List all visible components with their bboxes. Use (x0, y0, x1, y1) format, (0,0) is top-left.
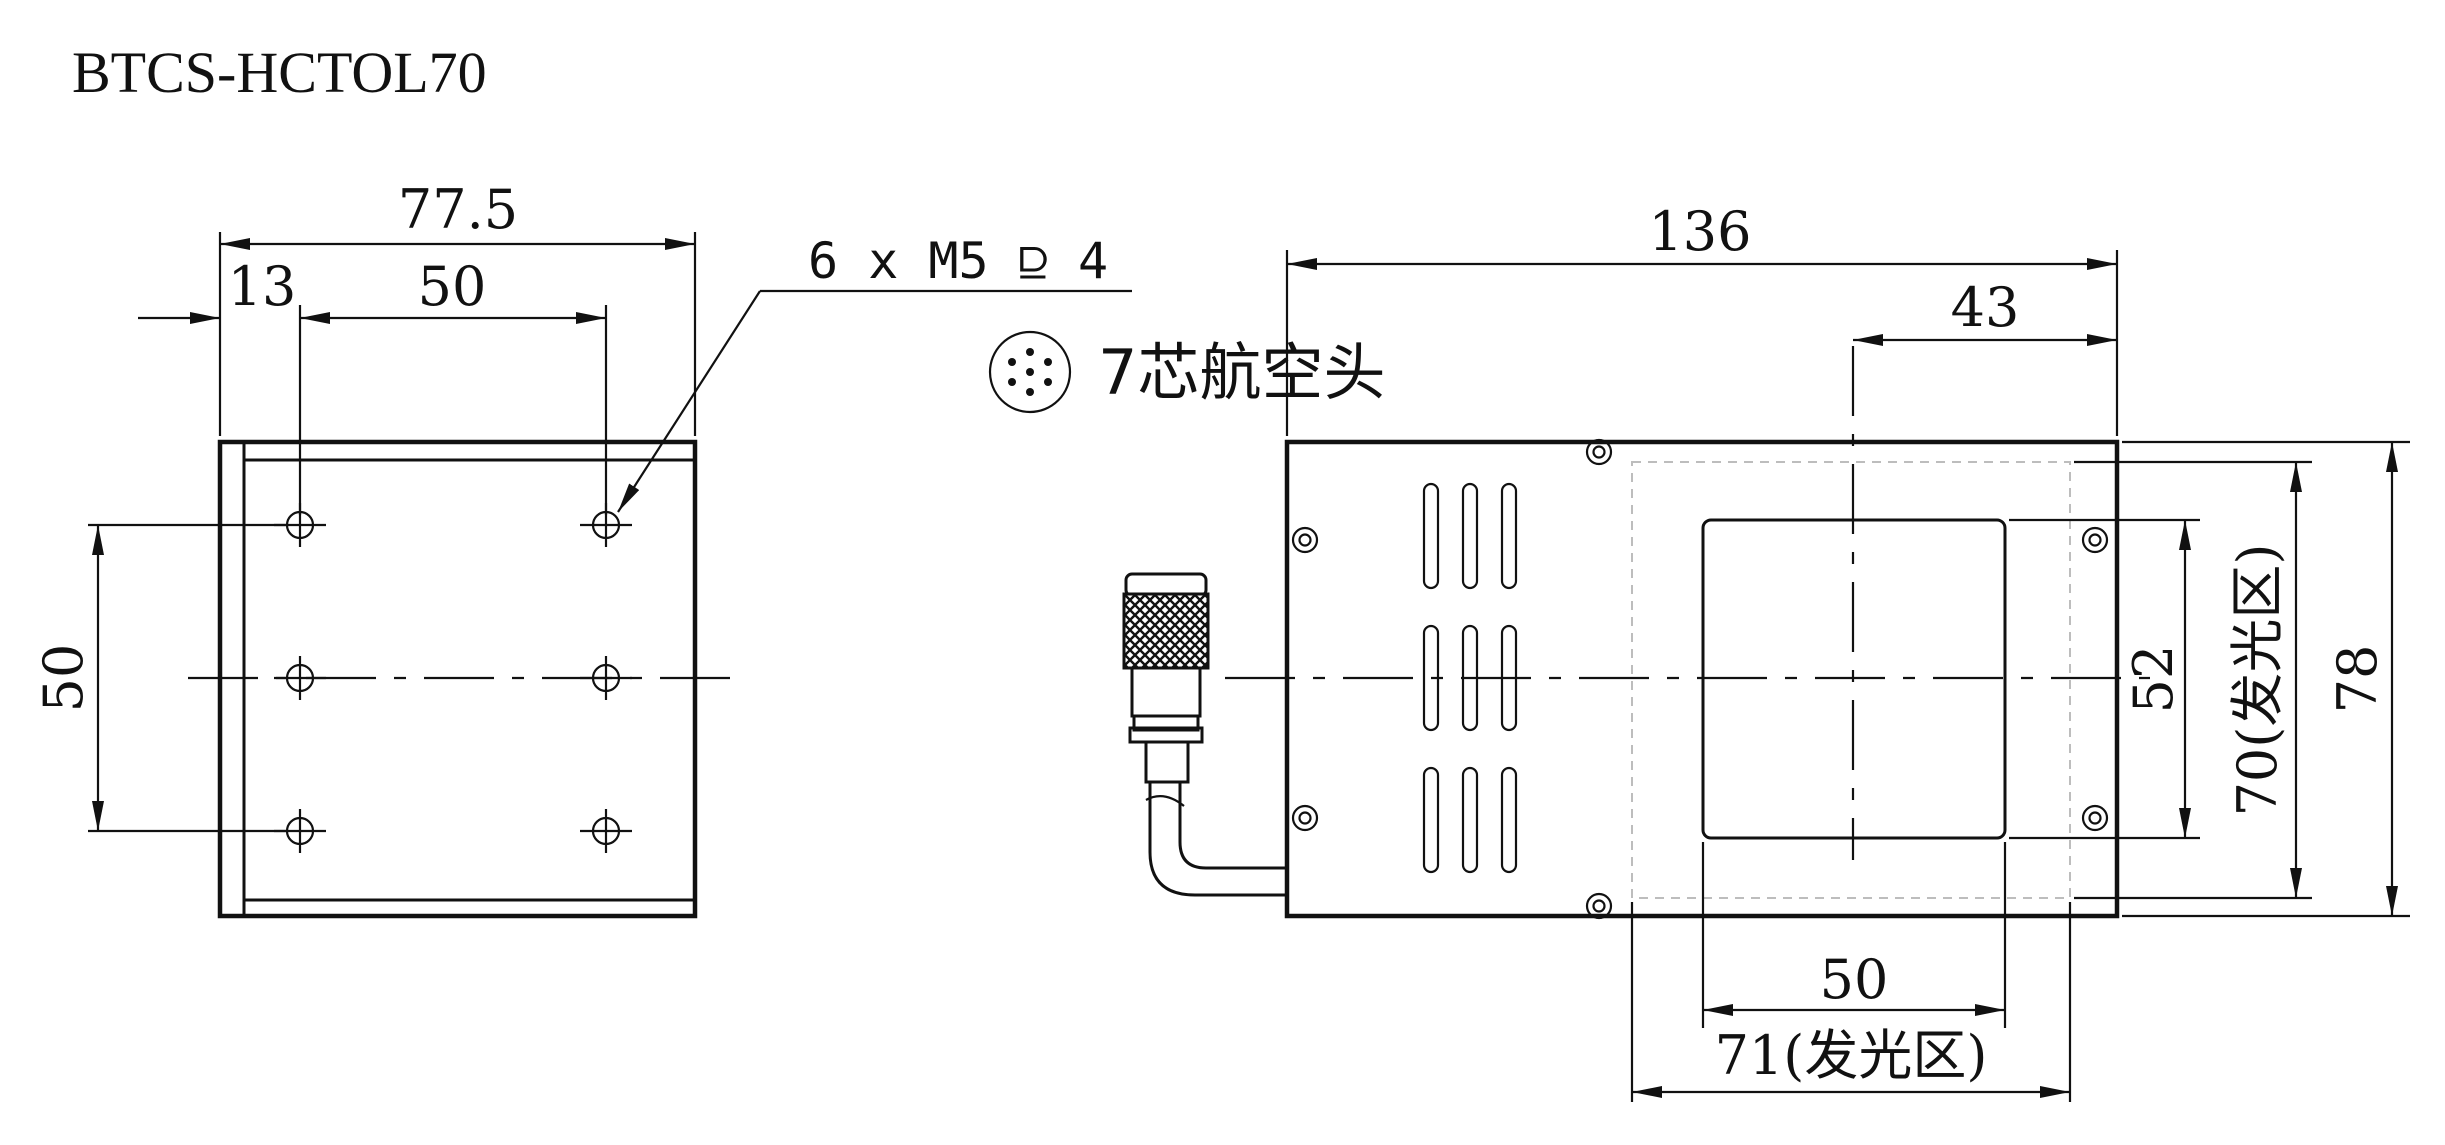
connector-icon (1122, 572, 1287, 897)
hole-icon (580, 809, 632, 853)
hole-icon (580, 656, 632, 700)
dim-window-w-label: 50 (1820, 948, 1889, 1011)
model-title: BTCS-HCTOL70 (72, 40, 487, 105)
dim-length-label: 136 (1648, 200, 1751, 263)
pin-connector-icon (988, 330, 1072, 414)
hole-icon (274, 656, 326, 700)
screw-icon (1585, 438, 1613, 466)
screw-icon (1291, 526, 1319, 554)
dim-offset-label: 13 (228, 255, 297, 318)
side-view: 77.5 13 50 50 6 x M5 ⫒ 4 (32, 178, 1132, 919)
hole-spec-label: 6 x M5 ⫒ 4 (808, 232, 1108, 290)
dim-center-offset-label: 43 (1951, 276, 2020, 339)
front-view: 7芯航空头 136 43 50 71(发光区) 52 70(发光区) (988, 200, 2410, 1102)
screw-icon (2081, 804, 2109, 832)
screw-icon (1291, 804, 1319, 832)
dim-hole-v-label: 50 (32, 644, 95, 713)
dim-hole-h-label: 50 (418, 255, 487, 318)
dim-emit-w-label: 71(发光区) (1715, 1024, 1988, 1087)
dim-width-label: 77.5 (398, 178, 518, 241)
leader-line (617, 290, 761, 513)
connector-label: 7芯航空头 (1098, 336, 1385, 409)
dim-window-h-label: 52 (2122, 645, 2185, 714)
screw-icon (2081, 526, 2109, 554)
screw-icon (1585, 892, 1613, 920)
dim-height-label: 78 (2326, 645, 2389, 714)
dim-emit-h-label: 70(发光区) (2226, 544, 2289, 817)
emission-area-outline (1631, 461, 2071, 899)
